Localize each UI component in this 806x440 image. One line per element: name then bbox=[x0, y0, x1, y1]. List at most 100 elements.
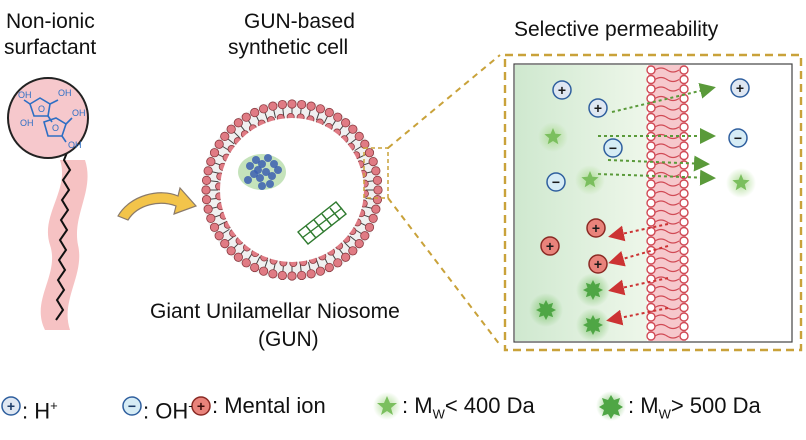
dna-dot bbox=[258, 160, 266, 168]
lipid-head-outer bbox=[220, 239, 230, 249]
membrane-tail bbox=[654, 209, 680, 216]
svg-text:+: + bbox=[736, 80, 744, 96]
svg-text:+: + bbox=[546, 238, 554, 254]
membrane-head-left bbox=[646, 188, 656, 199]
surfactant-label-line2: surfactant bbox=[4, 36, 97, 59]
metal-ion: + bbox=[540, 236, 560, 256]
membrane-tail bbox=[654, 228, 680, 235]
svg-text:+: + bbox=[7, 398, 15, 414]
sugar-label: OH bbox=[18, 90, 32, 100]
membrane-tail bbox=[654, 200, 680, 206]
lipid-head-outer bbox=[333, 112, 343, 122]
lipid-head-outer bbox=[233, 252, 243, 262]
membrane-tail bbox=[654, 333, 680, 339]
lipid-head-outer bbox=[360, 139, 370, 149]
legend-large-molecule-label: : MW> 500 Da bbox=[628, 393, 761, 422]
hydroxide-ion: − bbox=[728, 128, 748, 148]
proton-ion: + bbox=[588, 98, 608, 118]
membrane-head-right bbox=[679, 245, 689, 256]
niosome-label-line2: (GUN) bbox=[258, 328, 319, 351]
surfactant-headgroup bbox=[7, 77, 89, 159]
green-diffusion-arrows bbox=[597, 83, 716, 186]
lipid-head-outer bbox=[315, 104, 326, 114]
membrane-tail bbox=[654, 162, 680, 168]
membrane-head-left bbox=[646, 321, 656, 332]
cell-label-line1: GUN-based bbox=[244, 10, 355, 33]
metal-ion: + bbox=[586, 218, 606, 238]
legend-proton-label: : H+ bbox=[22, 398, 58, 424]
membrane-head-left bbox=[646, 312, 656, 322]
lipid-head-outer bbox=[360, 231, 370, 241]
membrane-head-left bbox=[646, 74, 656, 85]
lipid-head-outer bbox=[341, 252, 351, 262]
lipid-head-outer bbox=[209, 148, 220, 158]
dna-dot bbox=[252, 156, 260, 164]
membrane-tail bbox=[654, 152, 680, 159]
membrane-tail bbox=[654, 67, 680, 73]
lipid-head-outer bbox=[258, 104, 269, 114]
membrane-head-right bbox=[679, 198, 689, 208]
dna-dot bbox=[264, 154, 272, 162]
membrane-head-left bbox=[646, 112, 656, 123]
membrane-head-right bbox=[679, 236, 689, 246]
lipid-head-outer bbox=[203, 204, 213, 214]
large-molecule bbox=[576, 273, 610, 307]
dna-dot bbox=[270, 160, 278, 168]
dna-dot bbox=[268, 172, 276, 180]
cytoskeleton-mesh bbox=[297, 201, 347, 245]
membrane-head-right bbox=[679, 112, 689, 123]
membrane-head-right bbox=[679, 141, 689, 151]
membrane-head-left bbox=[646, 141, 656, 151]
lipid-head-outer bbox=[371, 204, 381, 214]
lipid-head-outer bbox=[201, 185, 211, 195]
membrane-head-right bbox=[679, 122, 689, 132]
lipid-head-outer bbox=[297, 99, 307, 110]
lipid-head-outer bbox=[306, 101, 316, 111]
small-molecule bbox=[726, 168, 756, 198]
membrane-head-right bbox=[679, 103, 689, 113]
membrane-head-left bbox=[646, 198, 656, 208]
membrane-head-left bbox=[646, 283, 656, 294]
small-molecule bbox=[575, 165, 605, 195]
membrane-tail bbox=[654, 171, 680, 178]
membrane-head-left bbox=[646, 103, 656, 113]
membrane-head-left bbox=[646, 122, 656, 132]
dna-dot bbox=[262, 168, 270, 176]
proton-ion: + bbox=[730, 78, 750, 98]
membrane-tail bbox=[654, 323, 680, 330]
lipid-head-outer bbox=[277, 99, 287, 110]
membrane-tail bbox=[654, 266, 680, 273]
dna-dot bbox=[258, 182, 266, 190]
sugar-label: O bbox=[38, 104, 45, 114]
permeability-title: Selective permeability bbox=[514, 18, 719, 41]
dna-cluster bbox=[244, 154, 282, 190]
membrane-tail bbox=[654, 219, 680, 225]
lipid-head-outer bbox=[306, 269, 316, 279]
lipid-head-outer bbox=[203, 166, 213, 176]
niosome-label-line1: Giant Unilamellar Niosome bbox=[150, 300, 400, 323]
lipid-head-outer bbox=[371, 166, 381, 176]
svg-text:+: + bbox=[558, 82, 566, 98]
lipid-head-outer bbox=[258, 266, 269, 276]
lipid-head-outer bbox=[368, 213, 378, 224]
membrane-head-right bbox=[679, 331, 689, 341]
lipid-head-outer bbox=[226, 124, 236, 134]
membrane-head-right bbox=[679, 274, 689, 284]
membrane-head-left bbox=[646, 255, 656, 265]
svg-text:+: + bbox=[594, 100, 602, 116]
membrane-head-right bbox=[679, 255, 689, 265]
legend-proton-icon: + bbox=[1, 396, 21, 416]
membrane-tail bbox=[654, 190, 680, 197]
lipid-head-outer bbox=[333, 258, 343, 268]
proton-ion: + bbox=[552, 80, 572, 100]
membrane-tail bbox=[654, 124, 680, 130]
lipid-head-outer bbox=[201, 195, 212, 205]
lipid-head-outer bbox=[201, 175, 212, 185]
lipid-head-outer bbox=[214, 139, 224, 149]
membrane-head-left bbox=[646, 293, 656, 303]
membrane-head-left bbox=[646, 236, 656, 246]
dna-dot bbox=[244, 176, 252, 184]
lipid-head-outer bbox=[354, 131, 364, 141]
dna-dot bbox=[246, 162, 254, 170]
